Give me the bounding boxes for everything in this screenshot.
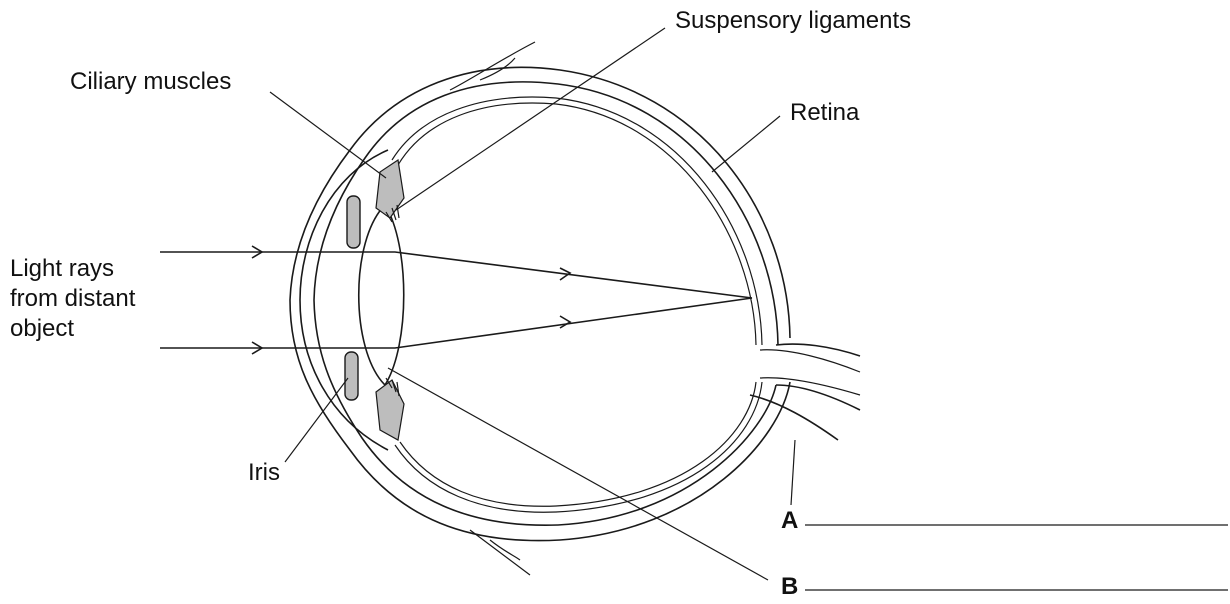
vessel-bottom <box>470 530 530 575</box>
label-iris: Iris <box>248 458 280 488</box>
label-light-rays-line1: Light rays <box>10 254 135 284</box>
ciliary-body-upper <box>376 160 404 218</box>
leader-iris <box>285 378 348 462</box>
vessel-top <box>450 42 535 90</box>
iris-lower <box>345 352 358 400</box>
leader-retina <box>712 116 780 172</box>
label-light-rays: Light rays from distant object <box>10 254 135 344</box>
iris-upper <box>347 196 360 248</box>
label-suspensory-ligaments: Suspensory ligaments <box>675 6 911 36</box>
label-b: B <box>781 572 798 602</box>
label-a: A <box>781 506 798 536</box>
leader-b <box>388 368 768 580</box>
label-light-rays-line3: object <box>10 314 135 344</box>
sclera <box>290 67 790 540</box>
leader-ciliary <box>270 92 386 178</box>
label-light-rays-line2: from distant <box>10 284 135 314</box>
label-ciliary-muscles: Ciliary muscles <box>70 67 231 97</box>
leader-a <box>791 440 795 505</box>
lens <box>359 205 404 385</box>
label-retina: Retina <box>790 98 859 128</box>
optic-nerve <box>750 344 860 440</box>
ciliary-body-lower <box>376 380 404 440</box>
light-rays <box>160 246 752 354</box>
